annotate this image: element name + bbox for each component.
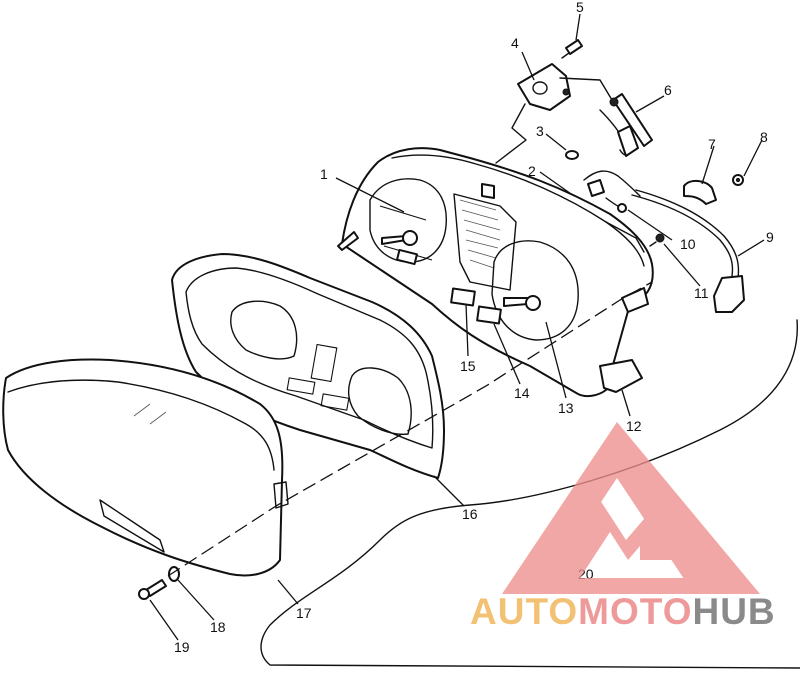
part-7-rubber-boot (683, 180, 717, 205)
callout-3: 3 (536, 123, 544, 139)
callout-4: 4 (511, 35, 519, 51)
watermark-word-hub: HUB (692, 591, 776, 632)
part-8-screw (732, 174, 744, 186)
watermark-brand-text: AUTOMOTOHUB (470, 589, 800, 635)
watermark-logo-icon (502, 422, 760, 594)
watermark-word-auto: AUTO (470, 591, 579, 632)
callout-12: 12 (626, 418, 642, 434)
callout-1: 1 (320, 166, 328, 182)
callout-5: 5 (576, 0, 584, 15)
leader-lines (149, 13, 765, 641)
callout-2: 2 (528, 163, 536, 179)
callout-14: 14 (514, 385, 530, 401)
callout-8: 8 (760, 129, 768, 145)
part-19-screw (138, 579, 167, 600)
callout-15: 15 (460, 358, 476, 374)
part-4-mount-bracket (495, 63, 613, 164)
part-3-bulb (565, 150, 579, 160)
callout-9: 9 (766, 229, 774, 245)
callout-10: 10 (680, 236, 696, 252)
part-5-screw (561, 39, 583, 59)
part-11-screw (649, 233, 665, 247)
callout-11: 11 (694, 285, 709, 301)
watermark-word-moto: MOTO (578, 591, 693, 632)
part-17-lower-cover (2, 358, 289, 577)
part-6-bulb-socket (599, 93, 653, 157)
callout-7: 7 (708, 136, 716, 152)
assembly-boundary-line (260, 319, 800, 669)
callout-19: 19 (174, 639, 190, 655)
callout-13: 13 (558, 400, 574, 416)
callout-17: 17 (296, 605, 312, 621)
callout-18: 18 (210, 619, 226, 635)
instrument-housing (337, 147, 654, 398)
callout-16: 16 (462, 506, 478, 522)
part-9-wire-harness (631, 189, 745, 313)
assembly-centerline (167, 281, 653, 577)
callout-6: 6 (664, 82, 672, 98)
